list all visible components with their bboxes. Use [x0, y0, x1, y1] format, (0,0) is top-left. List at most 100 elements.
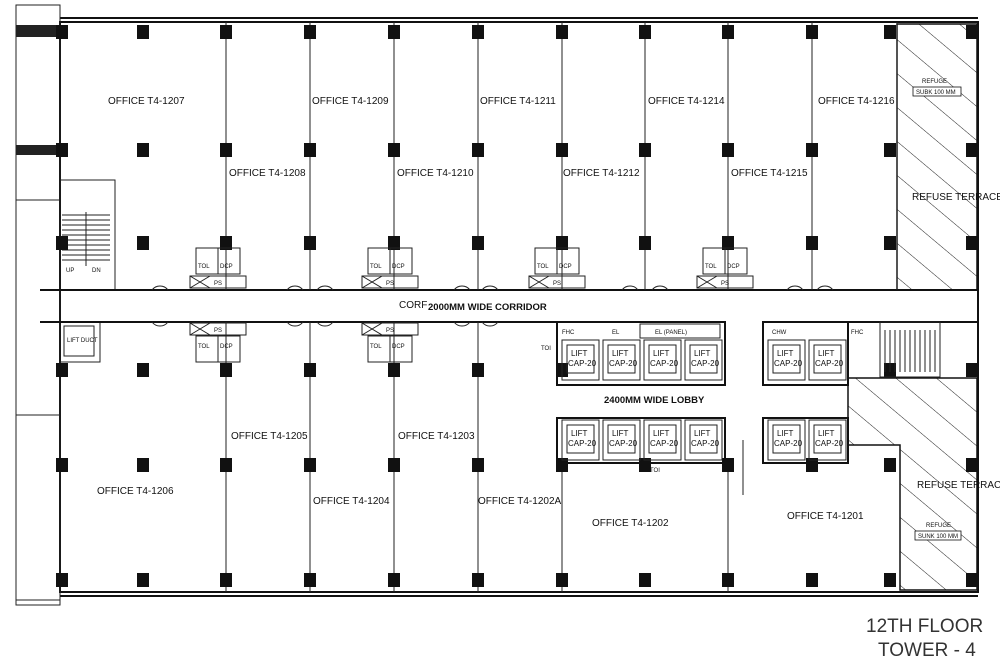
lift-label: LIFT: [653, 429, 670, 438]
column: [966, 573, 978, 587]
door: [151, 285, 169, 291]
lift-label: LIFT: [694, 349, 711, 358]
ps-label: PS: [214, 281, 222, 287]
office-t4-1203: OFFICE T4-1203: [398, 431, 475, 442]
column: [137, 25, 149, 39]
tol-label: TOL: [705, 264, 717, 270]
column: [556, 458, 568, 472]
dcp-label: DCP: [220, 344, 233, 350]
column: [220, 458, 232, 472]
lift-core: EL (PANEL) FHC EL CHW FHC TOI TOI LIFTCA…: [541, 321, 941, 474]
column: [388, 143, 400, 157]
office-t4-1209: OFFICE T4-1209: [312, 96, 389, 107]
office-t4-1202: OFFICE T4-1202: [592, 518, 669, 529]
door: [286, 285, 304, 291]
ps-label: PS: [386, 281, 394, 287]
column: [56, 458, 68, 472]
office-t4-1216: OFFICE T4-1216: [818, 96, 895, 107]
toi-label: TOI: [541, 346, 551, 352]
column: [304, 363, 316, 377]
column: [304, 458, 316, 472]
door: [453, 285, 471, 291]
lift-label: LIFT: [571, 429, 588, 438]
pipe-shaft: [361, 322, 419, 336]
lift-capacity-label: CAP-20: [691, 359, 720, 368]
column: [806, 143, 818, 157]
column: [806, 236, 818, 250]
column: [220, 25, 232, 39]
lift-label: LIFT: [612, 429, 629, 438]
column: [472, 573, 484, 587]
column: [722, 236, 734, 250]
door: [621, 285, 639, 291]
dcp-label: DCP: [392, 264, 405, 270]
lift-label: LIFT: [653, 349, 670, 358]
lift-capacity-label: CAP-20: [815, 439, 844, 448]
column: [884, 25, 896, 39]
column: [304, 143, 316, 157]
column: [556, 143, 568, 157]
column: [639, 25, 651, 39]
tol-label: TOL: [370, 264, 382, 270]
ps-label: PS: [214, 328, 222, 334]
lift-label: LIFT: [818, 349, 835, 358]
tol-label: TOL: [198, 264, 210, 270]
refuge-note-top: REFUGE: [922, 79, 947, 85]
pipe-shaft: [528, 275, 586, 289]
column: [220, 573, 232, 587]
column: [56, 236, 68, 250]
column: [388, 363, 400, 377]
refuse-area-top: SUBK 100 MM: [916, 90, 956, 96]
column: [639, 573, 651, 587]
tol-label: TOL: [370, 344, 382, 350]
pipe-shaft: [696, 275, 754, 289]
floor-title: 12TH FLOOR: [866, 616, 983, 637]
dcp-label: DCP: [727, 264, 740, 270]
column: [722, 25, 734, 39]
column: [56, 573, 68, 587]
corridor-label: 2000MM WIDE CORRIDOR: [428, 302, 547, 313]
el-label: EL: [612, 330, 620, 336]
toilet-room: [724, 247, 748, 275]
lift-label: LIFT: [612, 349, 629, 358]
lift-capacity-label: CAP-20: [650, 359, 679, 368]
tower-title: TOWER - 4: [878, 640, 976, 661]
column: [388, 573, 400, 587]
ps-label: PS: [553, 281, 561, 287]
column: [639, 236, 651, 250]
column: [137, 363, 149, 377]
lift-capacity-label: CAP-20: [815, 359, 844, 368]
office-t4-1215: OFFICE T4-1215: [731, 168, 808, 179]
door: [786, 285, 804, 291]
column: [722, 458, 734, 472]
chw-label: CHW: [772, 330, 787, 336]
refuse-bottom-labels: REFUSE TERRACE REFUGE SUNK 100 MM: [914, 480, 1000, 541]
column: [966, 236, 978, 250]
column: [137, 573, 149, 587]
door: [151, 321, 169, 327]
toilet-block: PS TOL DCP: [361, 247, 419, 289]
lift-duct-label: LIFT DUCT: [67, 338, 98, 344]
column: [56, 363, 68, 377]
ps-label: PS: [386, 328, 394, 334]
column: [472, 236, 484, 250]
lift-capacity-label: CAP-20: [609, 439, 638, 448]
lobby-label: 2400MM WIDE LOBBY: [604, 395, 705, 406]
column: [56, 25, 68, 39]
column: [556, 25, 568, 39]
door: [316, 321, 334, 327]
column: [304, 25, 316, 39]
office-t4-1212: OFFICE T4-1212: [563, 168, 640, 179]
left-service-shaft: LIFT DUCT UP DN: [15, 4, 116, 606]
office-t4-1201: OFFICE T4-1201: [787, 511, 864, 522]
lift-capacity-label: CAP-20: [568, 359, 597, 368]
